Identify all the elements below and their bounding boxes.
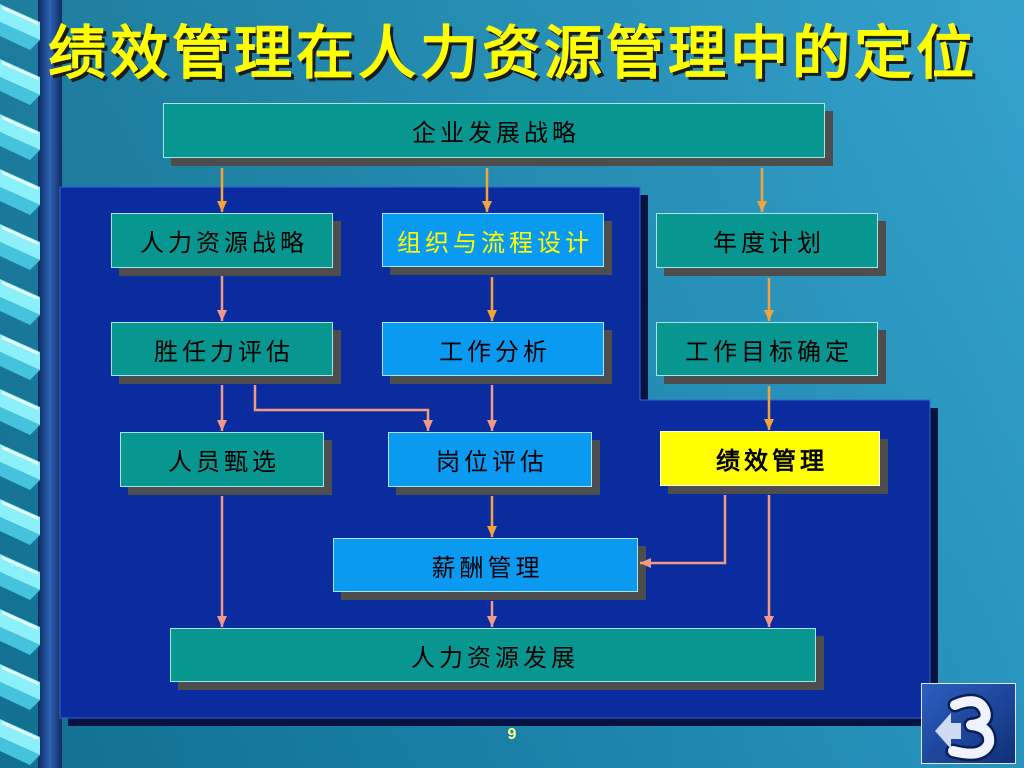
- node-label: 工作分析: [439, 337, 551, 366]
- node-staff-selection: 人员甄选: [120, 432, 324, 487]
- node-job-evaluation: 岗位评估: [388, 432, 592, 487]
- node-performance-management: 绩效管理: [660, 431, 880, 486]
- arrow-competency-to-job-eval: [253, 385, 433, 431]
- node-job-analysis: 工作分析: [382, 322, 604, 376]
- node-label: 年度计划: [713, 229, 825, 257]
- node-org-process-design: 组织与流程设计: [382, 213, 604, 267]
- node-label: 绩效管理: [716, 446, 828, 475]
- binding-ribbons: [0, 0, 64, 768]
- node-annual-plan: 年度计划: [656, 213, 878, 268]
- node-label: 工作目标确定: [685, 337, 853, 366]
- node-label: 人员甄选: [168, 448, 280, 476]
- node-label: 胜任力评估: [154, 337, 294, 366]
- page-number: 9: [507, 726, 517, 743]
- node-label: 岗位评估: [436, 448, 548, 476]
- company-logo: [921, 683, 1016, 764]
- node-label: 企业发展战略: [412, 119, 580, 147]
- node-competency-assessment: 胜任力评估: [111, 322, 333, 376]
- node-goal-setting: 工作目标确定: [656, 322, 878, 376]
- node-label: 组织与流程设计: [397, 228, 593, 257]
- node-label: 人力资源发展: [411, 643, 579, 672]
- node-label: 薪酬管理: [431, 553, 544, 582]
- node-label: 人力资源战略: [140, 229, 308, 257]
- node-compensation-management: 薪酬管理: [333, 538, 638, 592]
- node-hr-development: 人力资源发展: [170, 628, 816, 682]
- node-hr-strategy: 人力资源战略: [111, 213, 333, 268]
- slide-title: 绩效管理在人力资源管理中的定位: [48, 19, 979, 87]
- node-corporate-strategy: 企业发展战略: [163, 103, 825, 158]
- spiral-binding-decoration: [0, 0, 64, 768]
- arrow-performance-to-compensation: [640, 495, 727, 568]
